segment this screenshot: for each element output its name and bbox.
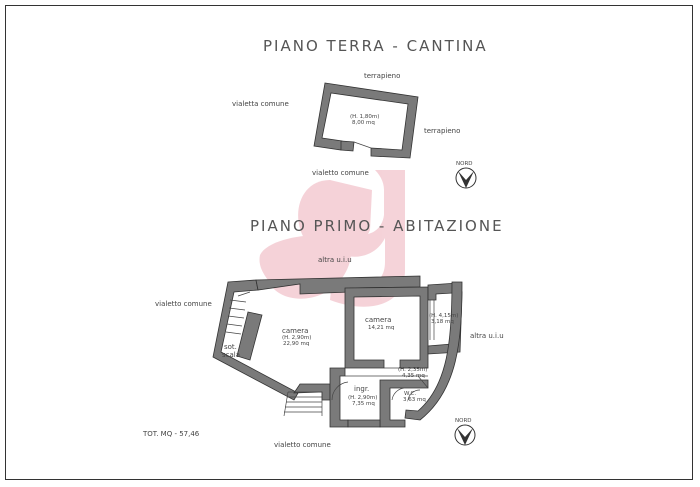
corridor-height: (H. 2,35m) — [398, 367, 427, 373]
ground-floor-title: PIANO TERRA - CANTINA — [263, 37, 488, 55]
north-arrow-icon: NORD — [455, 161, 477, 189]
ground-label-left: vialetta comune — [232, 100, 289, 108]
first-label-right: altra u.i.u — [470, 332, 504, 340]
svg-text:NORD: NORD — [455, 418, 472, 424]
sot-scala-label-1: sot. — [224, 343, 237, 351]
stair-steps — [225, 291, 323, 417]
ingresso-height: (H. 2,90m) — [348, 395, 377, 401]
first-label-top: altra u.i.u — [318, 256, 352, 264]
ground-label-right: terrapieno — [424, 127, 460, 135]
sot-scala-label-2: scala — [222, 351, 240, 359]
north-arrow-2-icon: NORD — [454, 418, 476, 446]
wc-area: 3,63 mq — [403, 397, 426, 403]
curved-wall — [404, 281, 463, 421]
wc-name: W.C. — [404, 391, 416, 397]
first-label-left: vialetto comune — [155, 300, 212, 308]
ingresso-area: 7,35 mq — [352, 401, 375, 407]
bath-walls — [379, 379, 429, 428]
camera-left-inner-wall — [236, 311, 263, 361]
first-label-bottom: vialetto comune — [274, 441, 331, 449]
camera-center-name: camera — [365, 316, 391, 324]
ground-label-bottom: vialetto comune — [312, 169, 369, 177]
ground-floor-plan: (H. 1,80m) 8,00 mq terrapieno terrapieno… — [232, 72, 460, 177]
sheet-frame — [5, 5, 693, 480]
bottom-wall — [347, 419, 381, 428]
corridor-area: 4,35 mq — [402, 373, 425, 379]
ingresso-name: ingr. — [354, 385, 369, 393]
camera-center-area: 14,21 mq — [368, 325, 394, 331]
first-floor-plan: camera (H. 2,90m) 22,90 mq camera 14,21 … — [155, 256, 504, 449]
ground-label-top: terrapieno — [364, 72, 400, 80]
cantina-wall-bottom-left — [340, 140, 355, 152]
cantina-area: 8,00 mq — [352, 120, 375, 126]
small-room-area: 3,18 mq — [431, 319, 454, 325]
cantina-height: (H. 1,80m) — [350, 114, 379, 120]
ingresso-walls — [329, 367, 349, 428]
svg-text:NORD: NORD — [456, 161, 473, 167]
small-room-height: (H. 4,15m) — [429, 313, 458, 319]
camera-left-area: 22,90 mq — [283, 341, 309, 347]
camera-left-height: (H. 2,90m) — [282, 335, 311, 341]
first-floor-title: PIANO PRIMO - ABITAZIONE — [250, 217, 504, 235]
total-area: TOT. MQ - 57,46 — [142, 430, 200, 438]
camera-left-name: camera — [282, 327, 308, 335]
